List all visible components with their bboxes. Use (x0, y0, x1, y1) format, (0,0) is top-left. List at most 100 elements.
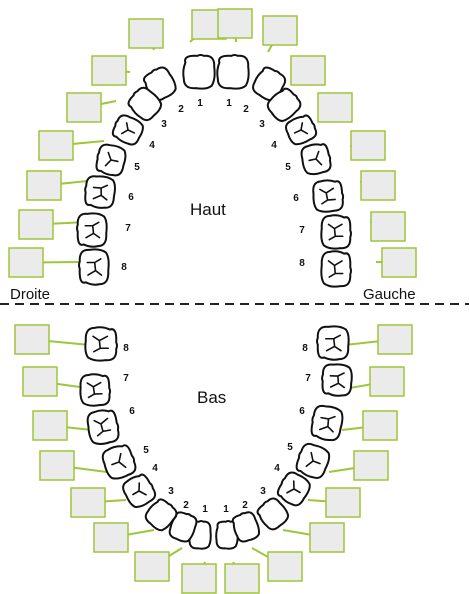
upper-left-2-note-box[interactable] (262, 15, 298, 46)
lower-left-tooth-number: 4 (274, 463, 280, 474)
upper-left-tooth-8[interactable] (320, 250, 352, 288)
upper-arch-label: Haut (190, 200, 226, 219)
lower-right-4-note-box[interactable] (70, 487, 106, 518)
lower-right-tooth-number: 2 (183, 500, 189, 511)
upper-right-tooth-3[interactable] (125, 84, 165, 124)
lower-left-7-note-box[interactable] (369, 366, 405, 397)
upper-right-tooth-number: 8 (121, 262, 127, 273)
lower-left-1-note-box[interactable] (224, 563, 260, 594)
lower-right-tooth-number: 5 (143, 445, 149, 456)
lower-left-3-note-box[interactable] (309, 522, 345, 553)
upper-right-4-note-box[interactable] (66, 92, 102, 123)
tooth-fissure (286, 480, 301, 494)
lower-right-tooth-4[interactable] (120, 471, 159, 510)
left-side-label: Gauche (363, 286, 416, 303)
upper-right-tooth-number: 4 (149, 140, 155, 151)
lower-right-3-note-box[interactable] (93, 522, 129, 553)
upper-left-tooth-number: 8 (299, 258, 305, 269)
upper-left-6-note-box[interactable] (360, 170, 396, 201)
upper-right-5-note-box[interactable] (38, 130, 74, 161)
tooth-outline (320, 250, 352, 288)
lower-left-tooth-4[interactable] (275, 469, 314, 508)
lower-left-tooth-2[interactable] (230, 510, 262, 544)
upper-left-7-note-box[interactable] (370, 211, 406, 242)
lower-left-tooth-5[interactable] (294, 441, 333, 481)
tooth-outline (266, 87, 302, 123)
upper-left-4-note-box[interactable] (317, 92, 353, 123)
lower-right-tooth-2[interactable] (167, 510, 199, 544)
lower-left-6-note-box[interactable] (362, 410, 398, 441)
tooth-fissure (329, 372, 346, 389)
upper-left-1-note-box[interactable] (217, 8, 253, 39)
lower-right-tooth-number: 4 (152, 463, 158, 474)
tooth-fissure (84, 221, 101, 239)
lower-left-tooth-number: 2 (242, 500, 248, 511)
lower-left-tooth-6[interactable] (309, 404, 344, 442)
lower-left-tooth-number: 6 (299, 406, 305, 417)
tooth-outline (84, 175, 116, 209)
lower-right-5-note-box[interactable] (39, 450, 75, 481)
lower-right-tooth-3[interactable] (142, 496, 179, 534)
upper-right-tooth-number: 5 (134, 162, 140, 173)
upper-left-tooth-number: 2 (243, 104, 249, 115)
upper-right-tooth-1[interactable] (182, 54, 216, 90)
lower-left-8-note-box[interactable] (377, 324, 413, 355)
upper-right-tooth-number: 2 (178, 104, 184, 115)
upper-left-tooth-5[interactable] (300, 142, 333, 177)
lower-right-1-note-box[interactable] (181, 563, 217, 594)
lower-right-6-note-box[interactable] (32, 410, 68, 441)
lower-right-tooth-7[interactable] (79, 373, 112, 407)
upper-left-tooth-4[interactable] (283, 112, 319, 147)
tooth-outline (320, 214, 352, 250)
upper-right-tooth-6[interactable] (84, 175, 116, 209)
upper-left-tooth-3[interactable] (264, 85, 304, 125)
lower-right-tooth-8[interactable] (84, 326, 118, 362)
upper-right-tooth-5[interactable] (94, 143, 127, 178)
tooth-outline (321, 363, 353, 397)
upper-right-tooth-number: 7 (125, 223, 131, 234)
lower-left-tooth-3[interactable] (254, 495, 291, 533)
tooth-fissure (325, 334, 342, 352)
upper-right-tooth-8[interactable] (78, 248, 110, 286)
upper-left-tooth-number: 1 (226, 98, 232, 109)
tooth-outline (144, 498, 178, 532)
upper-left-3-note-box[interactable] (290, 55, 326, 86)
upper-right-2-note-box[interactable] (128, 18, 164, 49)
lower-left-tooth-7[interactable] (321, 363, 353, 397)
lower-right-tooth-5[interactable] (100, 442, 139, 482)
tooth-fissure (319, 187, 336, 205)
lower-right-7-note-box[interactable] (22, 366, 58, 397)
lower-right-tooth-number: 8 (123, 343, 129, 354)
lower-left-4-note-box[interactable] (325, 487, 361, 518)
tooth-outline (78, 248, 110, 286)
upper-right-7-note-box[interactable] (18, 209, 54, 240)
right-side-label: Droite (10, 286, 51, 303)
upper-right-6-note-box[interactable] (26, 170, 62, 201)
upper-right-tooth-4[interactable] (110, 113, 146, 148)
lower-left-tooth-1[interactable] (215, 520, 239, 550)
tooth-outline (256, 497, 290, 531)
lower-right-8-note-box[interactable] (14, 324, 50, 355)
lower-right-2-note-box[interactable] (134, 551, 170, 582)
upper-right-tooth-7[interactable] (76, 212, 108, 248)
tooth-fissure (104, 151, 119, 167)
upper-right-tooth-number: 3 (161, 119, 167, 130)
upper-left-tooth-7[interactable] (320, 214, 352, 250)
lower-right-tooth-number: 1 (202, 504, 208, 515)
lower-right-tooth-6[interactable] (86, 408, 121, 446)
upper-left-tooth-number: 6 (293, 193, 299, 204)
upper-left-5-note-box[interactable] (350, 130, 386, 161)
lower-left-tooth-8[interactable] (316, 325, 350, 361)
tooth-outline (76, 212, 108, 248)
upper-left-tooth-6[interactable] (312, 179, 345, 213)
upper-left-tooth-1[interactable] (216, 54, 250, 90)
upper-right-8-note-box[interactable] (8, 247, 44, 278)
upper-left-8-note-box[interactable] (381, 247, 417, 278)
upper-right-3-note-box[interactable] (91, 55, 127, 86)
lower-left-5-note-box[interactable] (353, 450, 389, 481)
tooth-fissure (111, 452, 127, 469)
upper-right-tooth-number: 6 (128, 192, 134, 203)
upper-right-tooth-number: 1 (197, 98, 203, 109)
lower-left-2-note-box[interactable] (267, 551, 303, 582)
